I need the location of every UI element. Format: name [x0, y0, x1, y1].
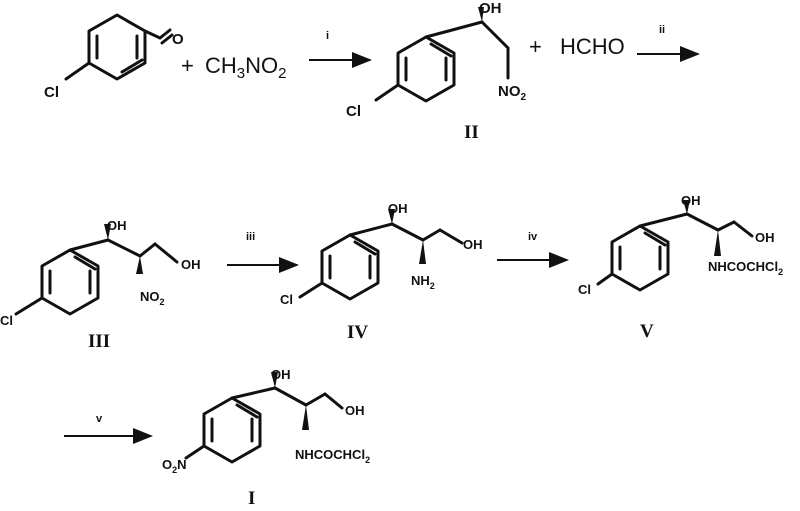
dichloroacetamide-label: NHCOCHCl2: [295, 447, 370, 465]
step-iii-label: iii: [246, 231, 255, 243]
compound-iii-structure: OH OH NO2 Cl: [0, 218, 201, 328]
compound-label-iv: IV: [347, 322, 368, 343]
step-iv-label: iv: [528, 231, 538, 243]
hydroxyl-label: OH: [463, 237, 483, 252]
compound-iv-structure: OH OH NH2 Cl: [280, 201, 483, 307]
compound-label-v: V: [640, 321, 654, 342]
compound-v-structure: OH OH NHCOCHCl2 Cl: [578, 193, 783, 297]
chloro-label: Cl: [44, 84, 59, 101]
hydroxyl-label: OH: [388, 201, 408, 216]
4-chlorobenzaldehyde-structure: O Cl: [44, 13, 184, 101]
nitromethane-reagent: CH3NO2: [205, 53, 286, 82]
compound-ii-structure: OH NO2 Cl: [346, 0, 527, 120]
step-i-label: i: [326, 30, 329, 42]
nitro-label: NO2: [498, 83, 527, 103]
hydroxyl-label: OH: [271, 367, 291, 382]
nitro-label: O2N: [162, 457, 187, 475]
nitro-label: NO2: [140, 289, 165, 307]
chloro-label: Cl: [346, 103, 361, 120]
hydroxyl-label: OH: [755, 230, 775, 245]
compound-i-structure: OH OH NHCOCHCl2 O2N: [162, 367, 370, 475]
chloro-label: Cl: [578, 282, 591, 297]
hydroxyl-label: OH: [107, 218, 127, 233]
compound-label-ii: II: [464, 122, 479, 143]
chloro-label: Cl: [0, 313, 13, 328]
plus-sign: +: [181, 53, 194, 78]
hydroxyl-label: OH: [345, 403, 365, 418]
dichloroacetamide-label: NHCOCHCl2: [708, 259, 783, 277]
step-ii-label: ii: [659, 24, 665, 36]
hydroxyl-label: OH: [479, 0, 502, 17]
plus-sign: +: [529, 34, 542, 59]
formaldehyde-reagent: HCHO: [560, 34, 625, 59]
chloro-label: Cl: [280, 292, 293, 307]
step-v-label: v: [96, 413, 103, 425]
aldehyde-oxygen-label: O: [172, 31, 184, 48]
hydroxyl-label: OH: [681, 193, 701, 208]
amino-label: NH2: [411, 273, 435, 291]
compound-label-i: I: [248, 488, 255, 509]
compound-label-iii: III: [88, 331, 110, 352]
hydroxyl-label: OH: [181, 257, 201, 272]
